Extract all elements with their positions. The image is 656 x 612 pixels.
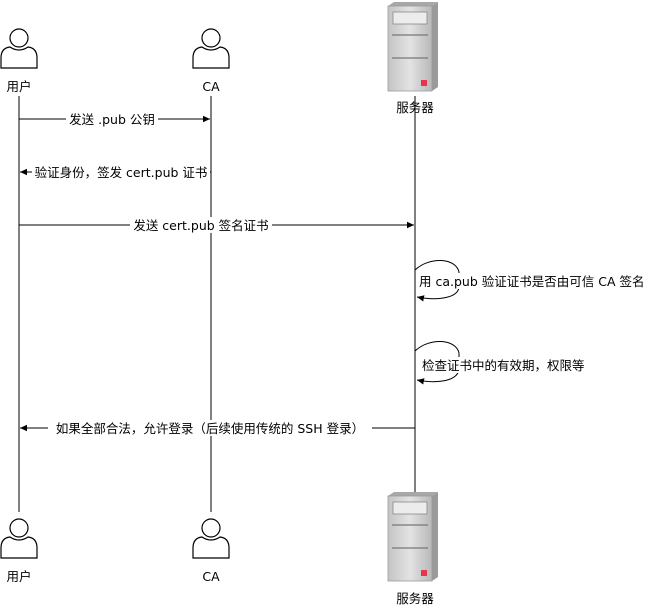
message-issue-cert: 验证身份，签发 cert.pub 证书 bbox=[20, 164, 211, 180]
message-allow-login: 如果全部合法，允许登录（后续使用传统的 SSH 登录） bbox=[20, 420, 415, 436]
server-bottom: 服务器 bbox=[387, 491, 439, 606]
message-label: 如果全部合法，允许登录（后续使用传统的 SSH 登录） bbox=[56, 421, 364, 436]
ca-top: CA bbox=[192, 28, 230, 94]
message-label: 发送 .pub 公钥 bbox=[69, 112, 155, 127]
person-icon bbox=[0, 518, 38, 559]
user-top: 用户 bbox=[0, 28, 38, 94]
message-send-cert: 发送 cert.pub 签名证书 bbox=[19, 217, 414, 233]
server-top: 服务器 bbox=[387, 1, 439, 115]
message-label: 发送 cert.pub 签名证书 bbox=[133, 218, 268, 233]
ca-label: CA bbox=[202, 569, 220, 584]
person-icon bbox=[192, 28, 230, 69]
message-verify-signature: 用 ca.pub 验证证书是否由可信 CA 签名 bbox=[414, 260, 653, 302]
person-icon bbox=[0, 28, 38, 69]
user-label: 用户 bbox=[6, 79, 31, 94]
message-label: 验证身份，签发 cert.pub 证书 bbox=[35, 165, 208, 180]
server-label: 服务器 bbox=[396, 591, 434, 606]
message-check-validity: 检查证书中的有效期，权限等 bbox=[414, 341, 596, 385]
server-icon bbox=[387, 1, 439, 92]
message-label: 检查证书中的有效期，权限等 bbox=[422, 358, 585, 373]
message-label: 用 ca.pub 验证证书是否由可信 CA 签名 bbox=[419, 274, 644, 289]
ca-bottom: CA bbox=[192, 518, 230, 584]
user-bottom: 用户 bbox=[0, 518, 38, 584]
server-icon bbox=[387, 491, 439, 582]
user-label: 用户 bbox=[6, 569, 31, 584]
person-icon bbox=[192, 518, 230, 559]
ca-label: CA bbox=[202, 79, 220, 94]
message-send-pub: 发送 .pub 公钥 bbox=[19, 111, 210, 127]
server-label: 服务器 bbox=[396, 100, 434, 115]
